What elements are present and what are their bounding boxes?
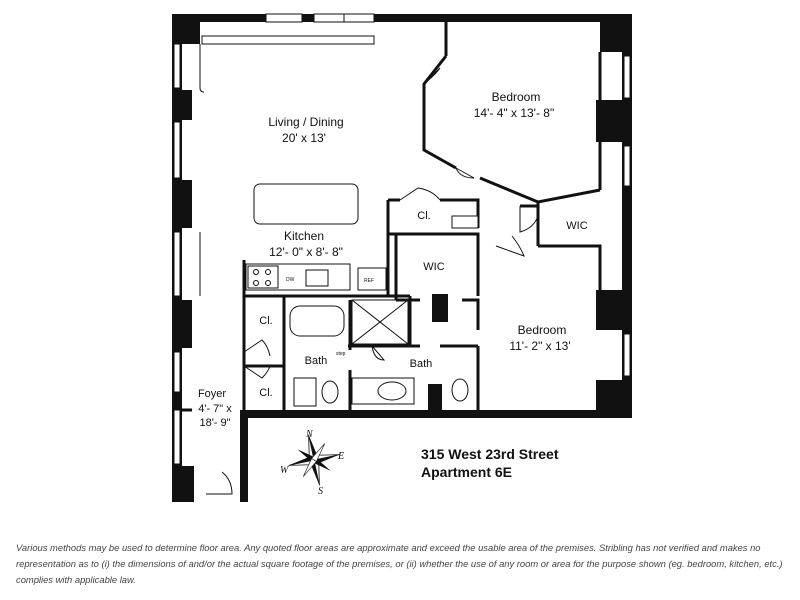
closet3-name: Cl. [259, 387, 272, 399]
room-labels: Living / Dining 20' x 13' Bedroom 14'- 4… [198, 90, 588, 429]
bath1-name: Bath [305, 355, 328, 367]
window-recesses [199, 35, 375, 296]
step-label: step [336, 351, 346, 357]
wic2-name: WIC [423, 261, 444, 273]
floor-plan: DW REF step Living / Dining 20' x 13' Be… [172, 13, 632, 502]
bedroom1-name: Bedroom [492, 90, 541, 104]
closet1-name: Cl. [417, 210, 430, 222]
foyer-dims-1: 4'- 7" x [198, 403, 232, 415]
address-line1: 315 West 23rd Street [421, 446, 559, 462]
bath2-name: Bath [410, 358, 433, 370]
bedroom2-dims: 11'- 2" x 13' [509, 339, 570, 353]
living-room-dims: 20' x 13' [282, 131, 326, 145]
bedroom2-pillar [432, 294, 448, 322]
address-line2: Apartment 6E [421, 464, 512, 480]
bedroom2-name: Bedroom [518, 323, 567, 337]
bedroom1-dims: 14'- 4" x 13'- 8" [474, 106, 554, 120]
compass-rose: N S E W [280, 429, 344, 497]
kitchen-dims: 12'- 0" x 8'- 8" [269, 245, 343, 259]
compass-n: N [305, 429, 314, 440]
bath-pillar [428, 384, 442, 410]
kitchen-fixtures [245, 183, 479, 291]
living-room-name: Living / Dining [268, 115, 343, 129]
compass-e: E [337, 451, 344, 462]
foyer-name: Foyer [198, 388, 226, 400]
kitchen-name: Kitchen [284, 229, 324, 243]
compass-s: S [318, 486, 323, 497]
shower [351, 299, 409, 345]
exterior-walls [172, 14, 632, 502]
refrigerator-label: REF [364, 278, 374, 284]
compass-w: W [280, 465, 290, 476]
dishwasher-label: DW [286, 277, 295, 283]
wic1-name: WIC [566, 220, 587, 232]
disclaimer-text: Various methods may be used to determine… [16, 542, 783, 585]
doors [206, 67, 539, 495]
bath-fixtures [289, 305, 469, 407]
foyer-dims-2: 18'- 9" [199, 417, 230, 429]
windows [173, 13, 631, 465]
closet2-name: Cl. [259, 315, 272, 327]
